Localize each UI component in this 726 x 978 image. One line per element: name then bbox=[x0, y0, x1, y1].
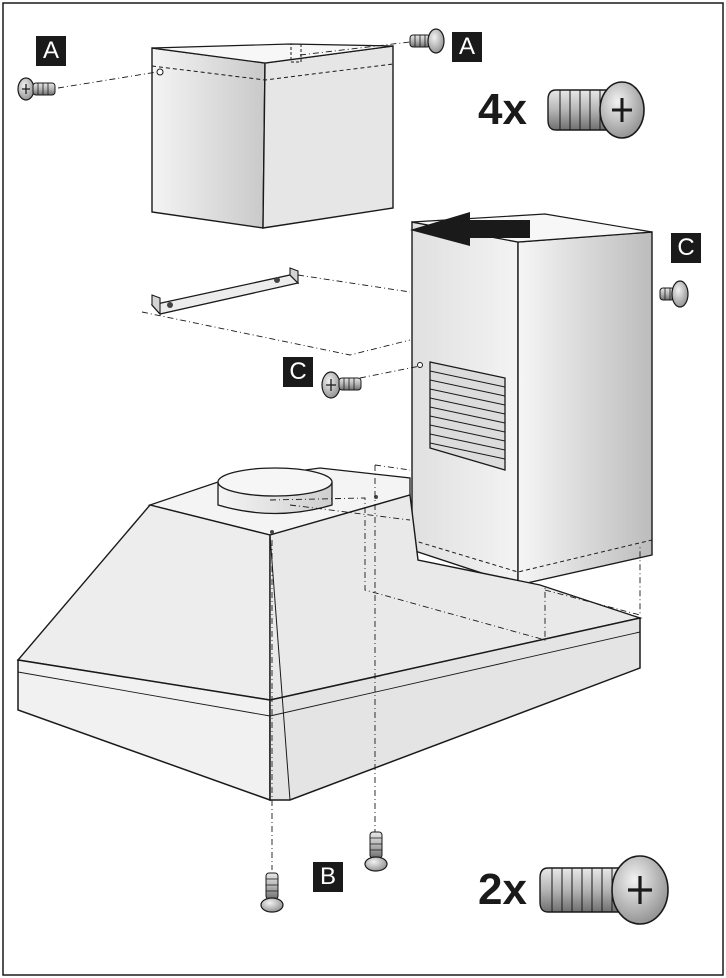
lower-chimney-section bbox=[411, 213, 653, 586]
screw-icon bbox=[364, 831, 388, 872]
large-screw-icon bbox=[539, 855, 669, 925]
guide-line bbox=[269, 464, 641, 870]
screw-icon bbox=[659, 280, 689, 308]
label-c-left: C bbox=[283, 357, 313, 387]
hood-body bbox=[16, 467, 643, 802]
mounting-bracket bbox=[150, 267, 300, 316]
guide-line bbox=[297, 274, 411, 293]
quantity-2x: 2x bbox=[478, 865, 527, 914]
label-a-left: A bbox=[36, 36, 66, 66]
guide-line bbox=[141, 311, 411, 356]
screw-icon bbox=[260, 872, 284, 913]
label-a-right: A bbox=[452, 32, 482, 62]
label-b: B bbox=[313, 862, 343, 892]
guide-line bbox=[299, 41, 411, 56]
exhaust-collar bbox=[217, 467, 333, 515]
slide-direction-arrow-icon bbox=[410, 212, 530, 246]
label-c-right: C bbox=[671, 233, 701, 263]
screw-icon bbox=[409, 28, 445, 54]
upper-chimney-section bbox=[151, 43, 394, 229]
guide-line bbox=[359, 365, 421, 379]
screw-icon bbox=[17, 77, 56, 101]
screw-icon bbox=[321, 371, 362, 399]
large-screw-icon bbox=[547, 81, 645, 139]
guide-line bbox=[57, 71, 158, 89]
quantity-4x: 4x bbox=[478, 85, 527, 134]
